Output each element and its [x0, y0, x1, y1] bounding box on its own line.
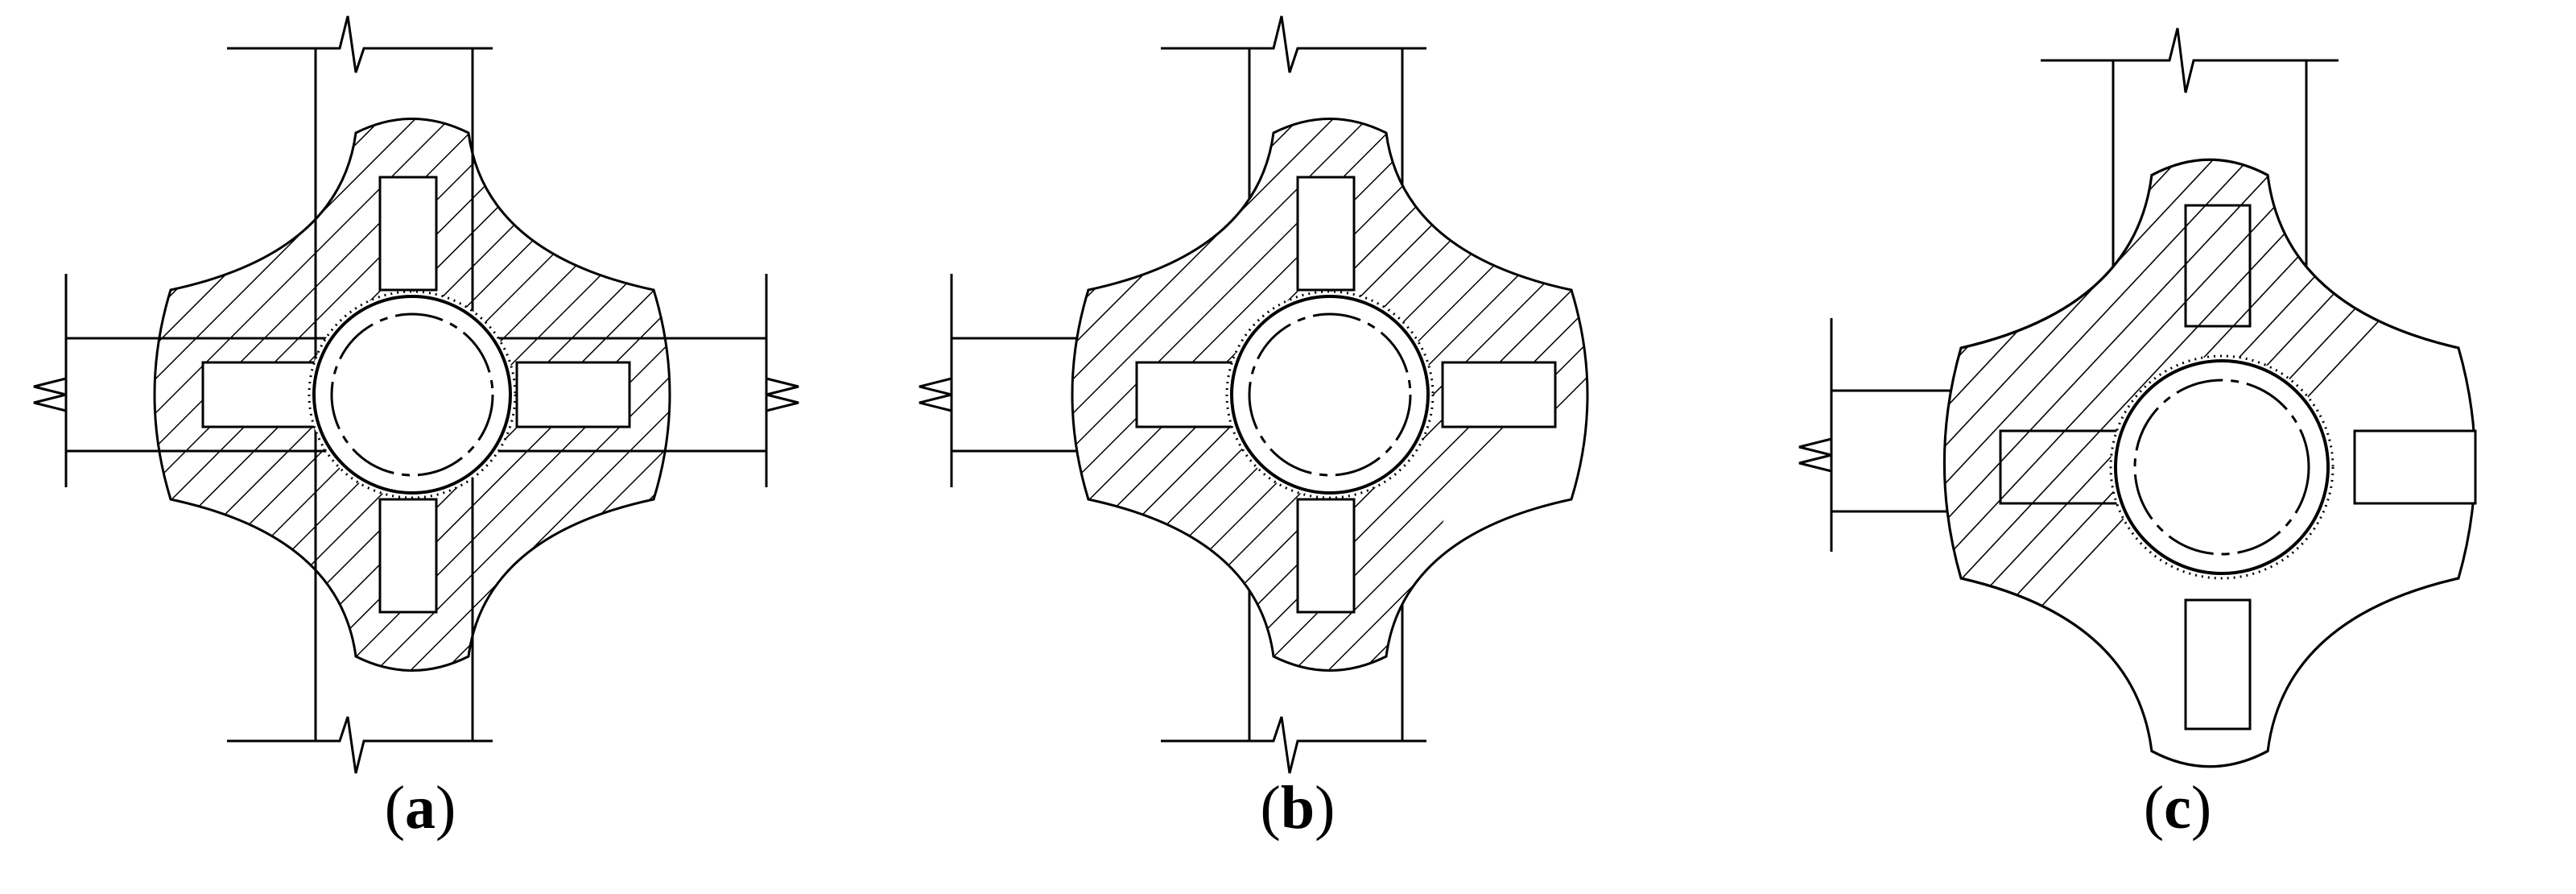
panel-b-break-symbols — [919, 15, 1426, 774]
panel-b-label: b — [1280, 774, 1315, 842]
panel-a-plates — [201, 176, 631, 614]
panel-b-plates — [1135, 176, 1557, 614]
panel-c-label: c — [2164, 774, 2191, 842]
panel-a-caption: (a) — [384, 774, 456, 842]
panel-a-diagram — [33, 15, 799, 774]
panel-c-caption: (c) — [2143, 774, 2212, 842]
panel-c-plates — [1999, 204, 2477, 731]
panel-a-break-symbols — [33, 15, 799, 774]
panel-b-diagram — [919, 15, 1589, 774]
panel-b-caption: (b) — [1260, 774, 1335, 842]
panel-b-column — [1225, 290, 1435, 499]
panel-a-column — [308, 290, 517, 499]
panel-c-break-symbols — [1798, 27, 2339, 473]
panel-c-diagram — [1798, 27, 2477, 768]
panel-c-column — [2109, 354, 2334, 580]
panel-a-label: a — [405, 774, 436, 842]
